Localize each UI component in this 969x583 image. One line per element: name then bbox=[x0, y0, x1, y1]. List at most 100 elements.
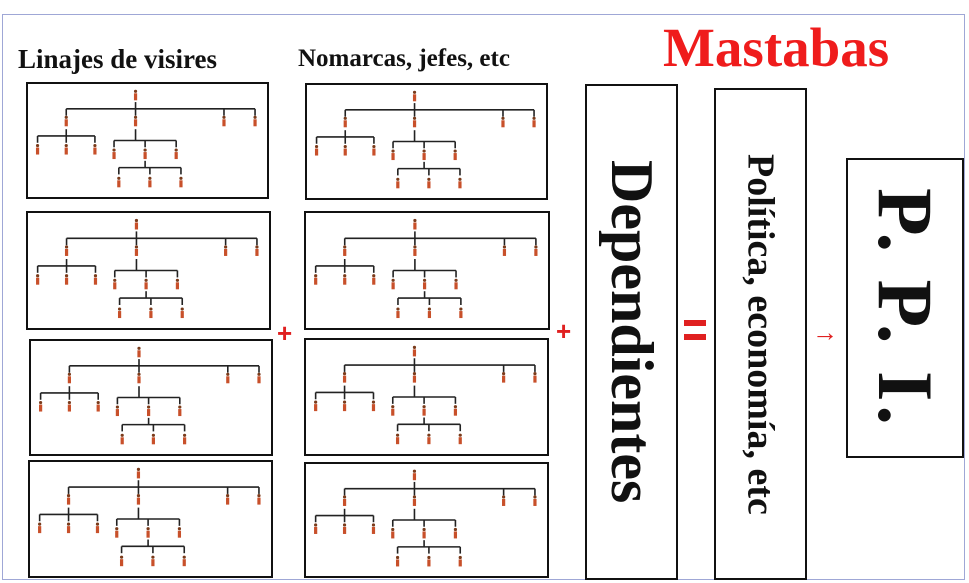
person-figure bbox=[413, 218, 417, 230]
person-figure bbox=[427, 177, 431, 189]
plus-sign: + bbox=[277, 318, 293, 348]
genealogy-tree bbox=[26, 82, 269, 199]
person-figure bbox=[371, 523, 376, 534]
person-figure bbox=[343, 245, 347, 256]
person-figure bbox=[454, 278, 458, 290]
person-figure bbox=[36, 274, 40, 285]
person-figure bbox=[502, 495, 506, 506]
person-figure bbox=[458, 433, 462, 445]
person-figure bbox=[533, 372, 537, 383]
person-figure bbox=[395, 555, 400, 567]
person-figure bbox=[422, 278, 427, 290]
person-figure bbox=[222, 115, 226, 127]
person-figure bbox=[113, 278, 117, 290]
person-figure bbox=[502, 372, 506, 383]
person-figure bbox=[372, 144, 376, 156]
person-figure bbox=[115, 405, 119, 417]
person-figure bbox=[137, 346, 141, 358]
person-figure bbox=[314, 274, 318, 285]
person-figure bbox=[391, 527, 395, 539]
person-figure bbox=[453, 149, 457, 161]
person-figure bbox=[453, 527, 458, 539]
person-figure bbox=[149, 307, 153, 319]
person-figure bbox=[95, 522, 100, 534]
person-figure bbox=[314, 400, 318, 412]
person-figure bbox=[427, 307, 432, 319]
person-figure bbox=[119, 555, 124, 567]
person-figure bbox=[115, 527, 119, 538]
person-figure bbox=[151, 433, 155, 445]
plus-sign: + bbox=[556, 316, 572, 346]
person-figure bbox=[458, 555, 462, 567]
person-figure bbox=[64, 245, 69, 256]
person-figure bbox=[343, 274, 347, 285]
person-figure bbox=[534, 245, 538, 256]
person-figure bbox=[412, 495, 417, 506]
person-figure bbox=[372, 274, 376, 285]
person-figure bbox=[255, 245, 259, 256]
genealogy-tree bbox=[29, 339, 273, 456]
person-figure bbox=[134, 245, 139, 256]
genealogy-tree bbox=[304, 462, 549, 578]
person-figure bbox=[257, 372, 261, 384]
person-figure bbox=[396, 307, 400, 319]
person-figure bbox=[253, 115, 257, 127]
person-figure bbox=[412, 469, 417, 481]
person-figure bbox=[179, 176, 183, 188]
arrow-right-icon: → bbox=[812, 317, 838, 347]
person-figure bbox=[226, 372, 230, 384]
person-figure bbox=[96, 400, 100, 412]
politica-label: Política, economía, etc bbox=[739, 153, 782, 515]
person-figure bbox=[412, 116, 417, 128]
person-figure bbox=[183, 433, 187, 445]
person-figure bbox=[342, 372, 347, 383]
person-figure bbox=[136, 467, 141, 479]
person-figure bbox=[391, 278, 395, 290]
person-figure bbox=[182, 555, 186, 567]
slide-title: Mastabas bbox=[663, 17, 890, 78]
genealogy-tree bbox=[26, 211, 271, 330]
person-figure bbox=[134, 218, 139, 230]
person-figure bbox=[427, 433, 431, 445]
equals-sign bbox=[684, 317, 706, 347]
person-figure bbox=[224, 245, 228, 256]
dependientes-box: Dependientes bbox=[585, 84, 678, 580]
person-figure bbox=[343, 144, 347, 156]
person-figure bbox=[343, 116, 347, 128]
ppi-box: P. P. I. bbox=[846, 158, 964, 458]
genealogy-tree bbox=[305, 83, 548, 200]
ppi-label: P. P. I. bbox=[862, 187, 949, 429]
person-figure bbox=[174, 148, 178, 160]
person-figure bbox=[427, 555, 431, 567]
person-figure bbox=[453, 405, 458, 416]
person-figure bbox=[342, 523, 347, 534]
person-figure bbox=[533, 495, 537, 506]
person-figure bbox=[502, 245, 507, 256]
person-figure bbox=[458, 177, 462, 189]
person-figure bbox=[396, 177, 400, 189]
person-figure bbox=[38, 522, 42, 534]
person-figure bbox=[395, 433, 400, 445]
person-figure bbox=[391, 405, 395, 416]
person-figure bbox=[314, 523, 318, 534]
genealogy-tree bbox=[304, 211, 550, 330]
genealogy-tree bbox=[28, 460, 273, 578]
person-figure bbox=[117, 307, 122, 319]
person-figure bbox=[422, 405, 426, 416]
person-figure bbox=[314, 144, 319, 156]
person-figure bbox=[39, 400, 43, 412]
person-figure bbox=[93, 143, 97, 155]
person-figure bbox=[175, 278, 180, 290]
column-title-nomarcas: Nomarcas, jefes, etc bbox=[298, 45, 510, 72]
person-figure bbox=[66, 522, 71, 534]
person-figure bbox=[412, 372, 417, 383]
person-figure bbox=[178, 405, 182, 417]
person-figure bbox=[412, 90, 417, 102]
person-figure bbox=[93, 274, 98, 285]
person-figure bbox=[151, 555, 155, 567]
person-figure bbox=[67, 400, 71, 412]
person-figure bbox=[64, 274, 69, 285]
person-figure bbox=[144, 278, 148, 290]
person-figure bbox=[501, 116, 505, 128]
person-figure bbox=[120, 433, 124, 445]
